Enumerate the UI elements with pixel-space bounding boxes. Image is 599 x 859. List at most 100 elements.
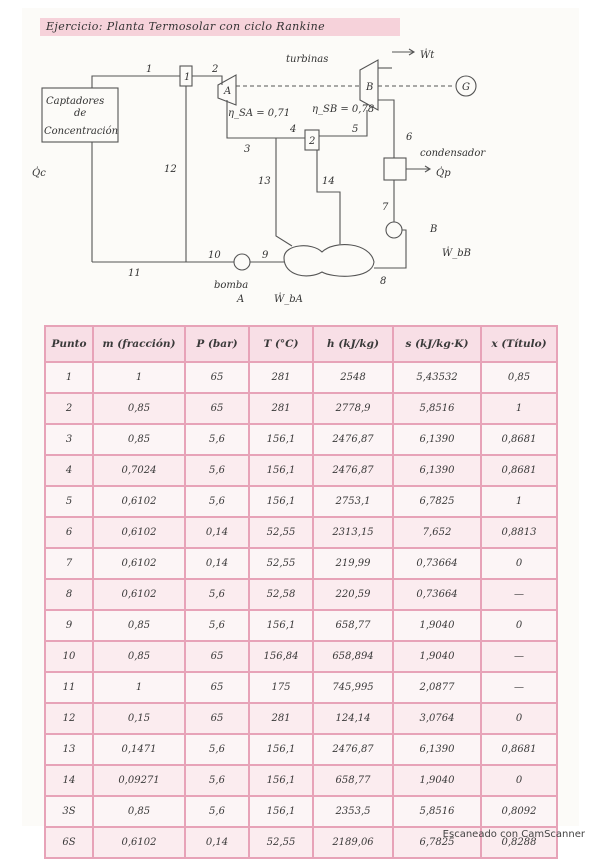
qc-label: Q̇c	[32, 167, 46, 179]
table-cell: 219,99	[312, 547, 394, 580]
point-9: 9	[262, 250, 269, 261]
pump-b-tag: B	[429, 224, 437, 235]
table-cell: 1	[480, 485, 558, 518]
table-cell: 156,1	[248, 609, 314, 642]
table-cell: 6	[44, 516, 94, 549]
table-cell: 1	[480, 392, 558, 425]
point-11: 11	[128, 268, 141, 279]
collector-label-1: Captadores	[46, 96, 104, 107]
table-cell: 6,1390	[392, 454, 482, 487]
line-3	[226, 100, 305, 139]
table-cell: 2353,5	[312, 795, 394, 828]
table-cell: 2753,1	[312, 485, 394, 518]
table-cell: 0,8681	[480, 454, 558, 487]
point-13: 13	[258, 176, 271, 187]
separator-box-2	[304, 129, 320, 151]
point-12: 12	[164, 164, 177, 175]
point-1: 1	[146, 64, 152, 75]
table-cell: 2548	[312, 361, 394, 394]
table-cell: 124,14	[312, 702, 394, 735]
table-cell: 6,1390	[392, 733, 482, 766]
table-cell: 11	[44, 671, 94, 704]
column-header: h (kJ/kg)	[312, 325, 394, 363]
table-cell: 5,6	[184, 764, 250, 797]
table-cell: 0	[480, 609, 558, 642]
table-cell: 5,6	[184, 485, 250, 518]
point-10: 10	[208, 250, 221, 261]
table-cell: 7,652	[392, 516, 482, 549]
line-1	[91, 75, 180, 88]
table-cell: 5,6	[184, 733, 250, 766]
table-cell: 0	[480, 764, 558, 797]
table-cell: 9	[44, 609, 94, 642]
table-cell: 0,6102	[92, 826, 186, 859]
exercise-title: Ejercicio: Planta Termosolar con ciclo R…	[46, 20, 326, 33]
table-cell: 52,55	[248, 516, 314, 549]
table-cell: 4	[44, 454, 94, 487]
table-cell: 156,1	[248, 485, 314, 518]
table-cell: 0,85	[92, 609, 186, 642]
table-cell: 1	[44, 361, 94, 394]
box-2-label: 2	[308, 136, 315, 147]
table-cell: 2,0877	[392, 671, 482, 704]
title-highlight	[40, 18, 400, 36]
column-header: x (Título)	[480, 325, 558, 363]
exercise-title-block: Ejercicio: Planta Termosolar con ciclo R…	[40, 12, 400, 38]
qp-label: Q̇p	[436, 167, 451, 179]
table-cell: 0,85	[92, 795, 186, 828]
rankine-cycle-diagram: Captadores de Concentración turbinas con…	[32, 48, 486, 305]
table-cell: 156,84	[248, 640, 314, 673]
table-cell: 2778,9	[312, 392, 394, 425]
table-cell: 52,55	[248, 547, 314, 580]
table-cell: 156,1	[248, 733, 314, 766]
table-cell: 5,6	[184, 423, 250, 456]
table-cell: 3,0764	[392, 702, 482, 735]
table-cell: 10	[44, 640, 94, 673]
column-header: s (kJ/kg·K)	[392, 325, 482, 363]
table-cell: 156,1	[248, 795, 314, 828]
table-cell: 65	[184, 361, 250, 394]
line-2	[192, 75, 223, 85]
table-cell: —	[480, 640, 558, 673]
table-cell: 65	[184, 671, 250, 704]
table-cell: 8	[44, 578, 94, 611]
table-cell: 0,73664	[392, 578, 482, 611]
table-cell: 52,58	[248, 578, 314, 611]
table-cell: 0,14	[184, 547, 250, 580]
table-cell: 14	[44, 764, 94, 797]
table-cell: 1,9040	[392, 609, 482, 642]
table-cell: 0,8092	[480, 795, 558, 828]
table-cell: 2313,15	[312, 516, 394, 549]
table-cell: 0,8813	[480, 516, 558, 549]
table-cell: 0,85	[92, 640, 186, 673]
table-cell: 0,85	[480, 361, 558, 394]
table-cell: 220,59	[312, 578, 394, 611]
point-4: 4	[289, 124, 296, 135]
wbb-label: Ẇ_bB	[442, 247, 471, 259]
generator-label: G	[462, 82, 470, 93]
table-cell: 0,6102	[92, 578, 186, 611]
table-cell: 0,6102	[92, 516, 186, 549]
pump-b	[385, 221, 403, 239]
table-cell: 0,8681	[480, 423, 558, 456]
box-1-label: 1	[184, 72, 190, 83]
condensador-label: condensador	[420, 148, 486, 159]
column-header: T (°C)	[248, 325, 314, 363]
table-cell: 0,09271	[92, 764, 186, 797]
point-14: 14	[322, 176, 335, 187]
table-cell: 6,7825	[392, 485, 482, 518]
mixing-tank	[283, 244, 375, 277]
table-cell: 0,85	[92, 392, 186, 425]
table-cell: 0,14	[184, 826, 250, 859]
column-header: P (bar)	[184, 325, 250, 363]
table-cell: 1,9040	[392, 764, 482, 797]
